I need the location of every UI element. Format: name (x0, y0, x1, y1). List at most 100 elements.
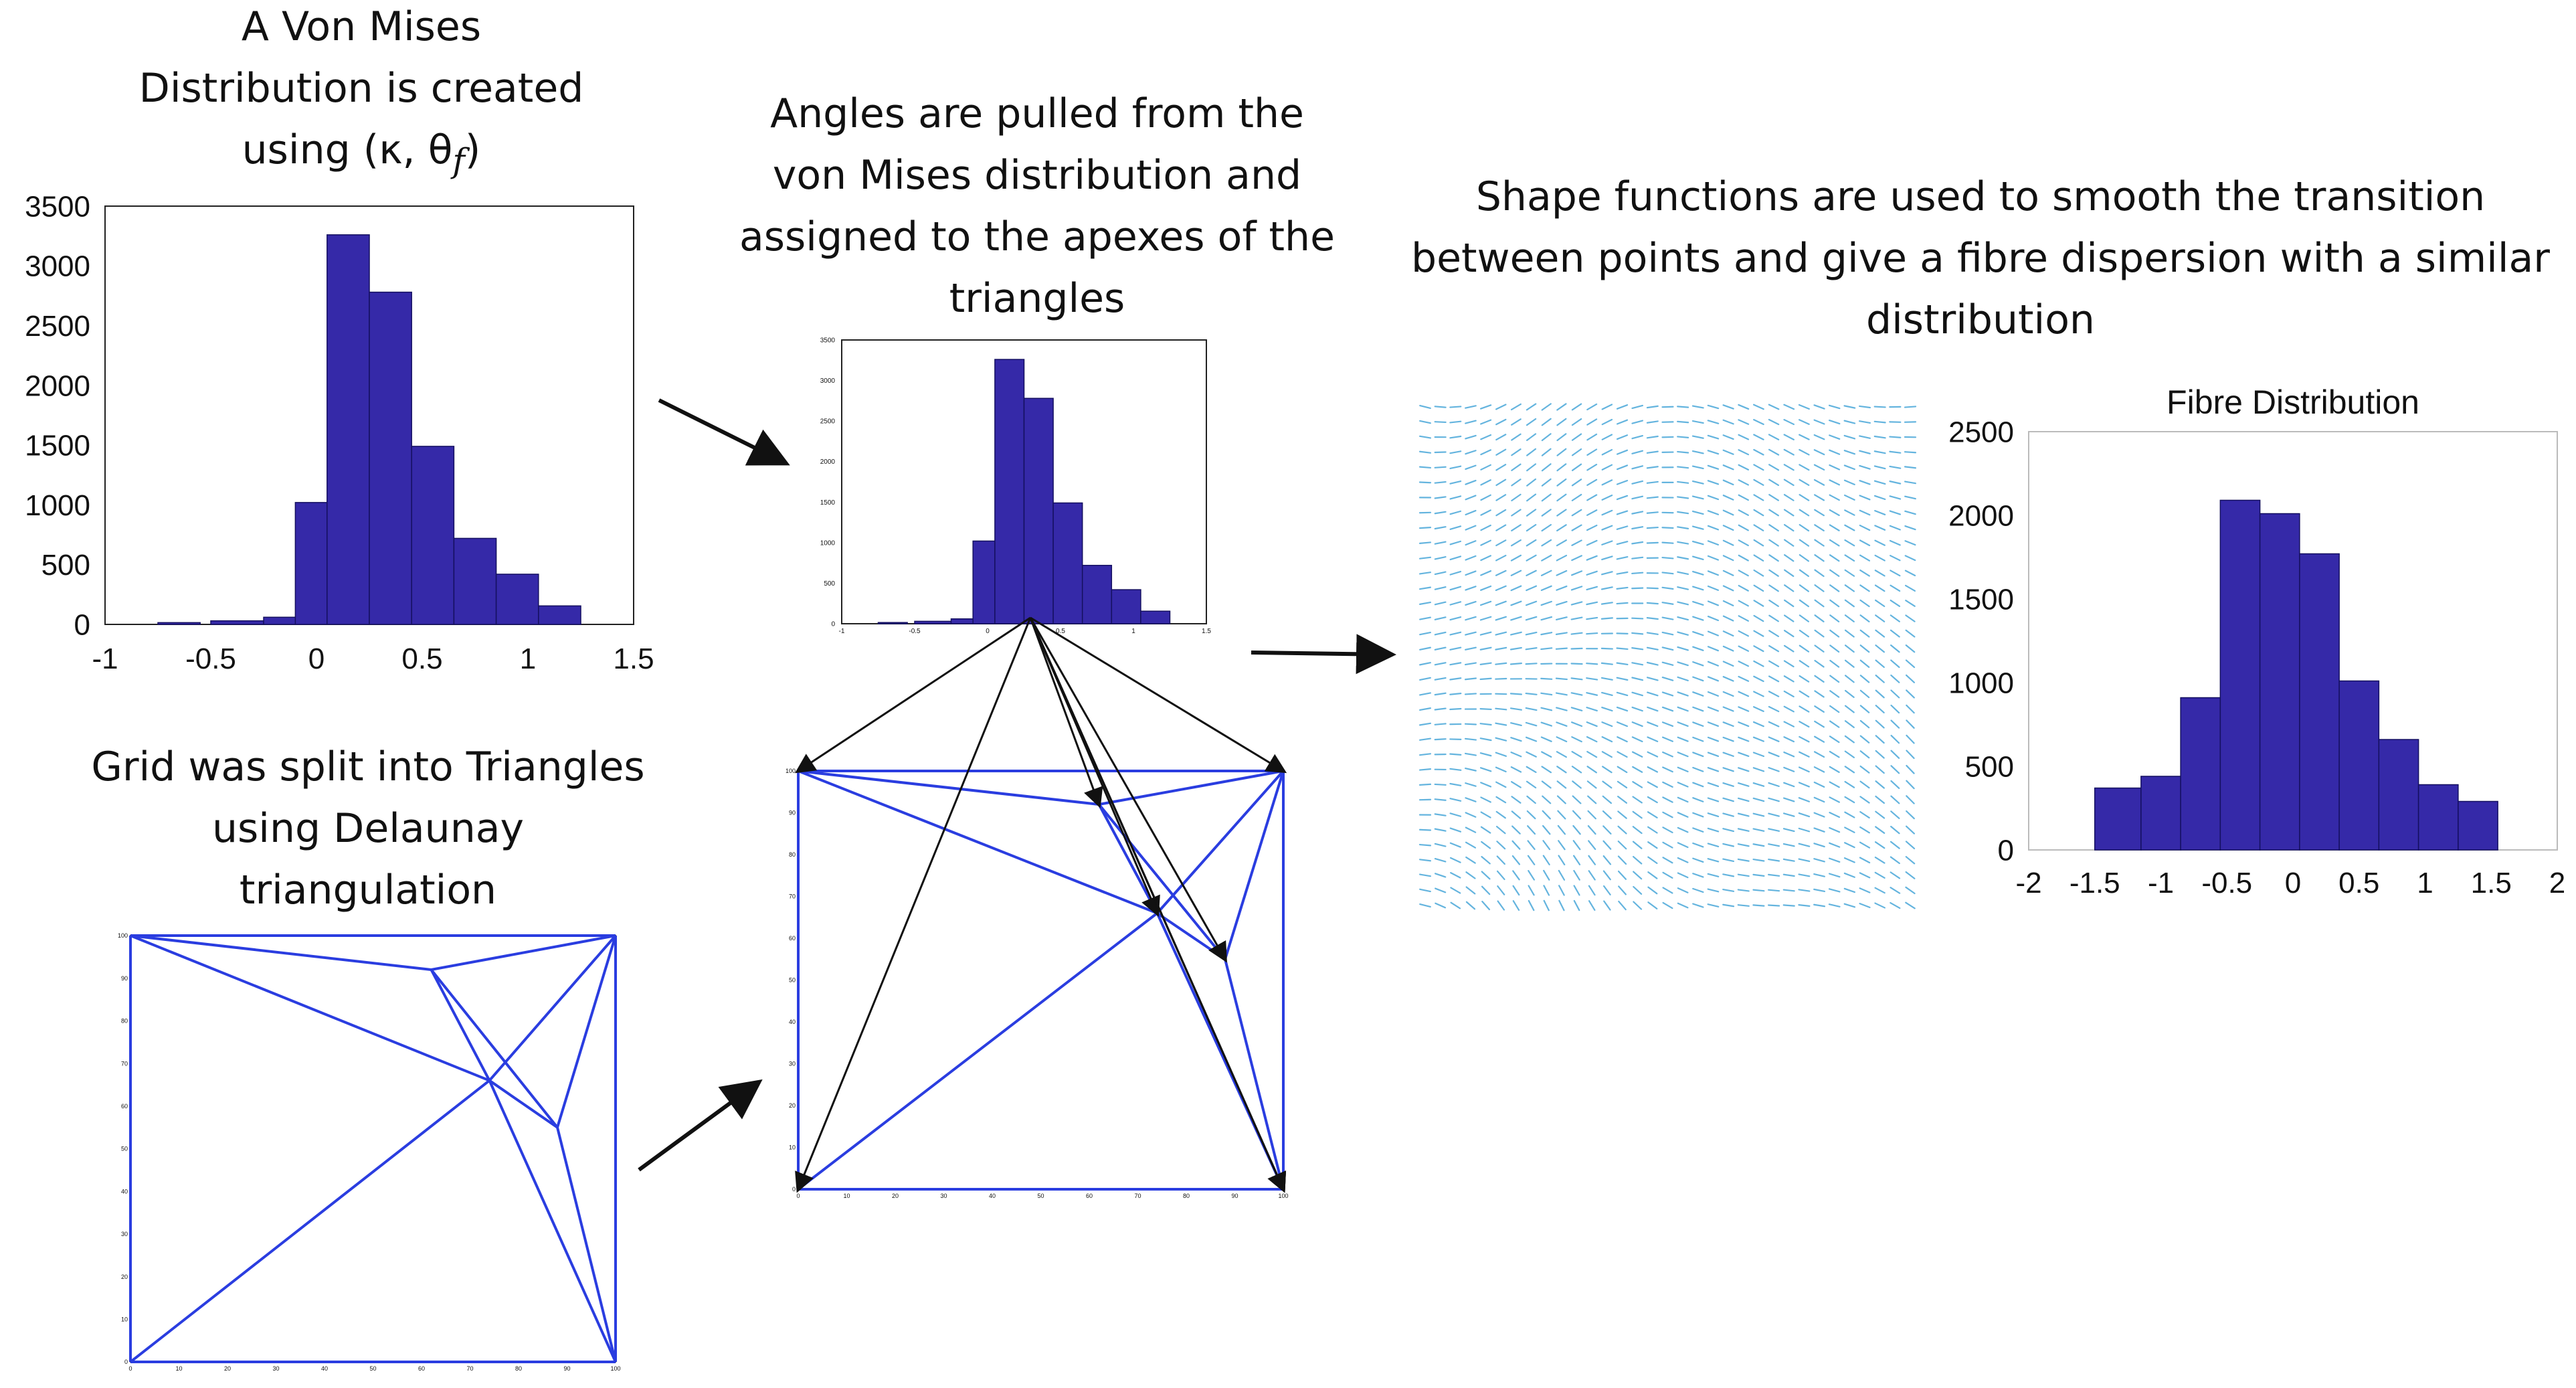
fibre-vector (1418, 738, 1432, 741)
fibre-vector (1647, 691, 1659, 697)
fibre-vector (1691, 480, 1704, 485)
triangle-edge (1097, 803, 1226, 960)
fibre-vector (1511, 781, 1522, 788)
fibre-vector (1768, 434, 1780, 440)
fibre-vector (1602, 810, 1612, 820)
fibre-vector (1859, 780, 1870, 789)
fibre-vector (1616, 541, 1629, 545)
fibre-vector (1661, 616, 1674, 620)
fibre-vector (1661, 602, 1674, 605)
fibre-vector (1859, 614, 1870, 622)
fibre-vector (1859, 689, 1870, 699)
x-tick-label: 1.5 (1202, 628, 1211, 635)
fibre-vector (1449, 450, 1462, 454)
fibre-vector (1768, 675, 1780, 683)
fibre-vector (1512, 900, 1520, 911)
fibre-vector (1677, 481, 1689, 484)
y-tick-label: 60 (789, 935, 796, 942)
fibre-vector (1480, 826, 1491, 834)
fibre-vector (1874, 841, 1885, 849)
fibre-vector (1753, 645, 1764, 653)
fibre-vector (1647, 811, 1658, 818)
fibre-vector (1526, 554, 1537, 561)
fibre-vector (1480, 464, 1491, 470)
fibre-vector (1904, 481, 1916, 485)
fibre-vector (1647, 856, 1658, 864)
fibre-vector (1844, 569, 1855, 577)
fibre-vector (1722, 585, 1734, 592)
fibre-vector (1618, 900, 1627, 911)
x-tick-label: 60 (1086, 1193, 1093, 1199)
fibre-vector (1890, 659, 1900, 669)
fibre-vector (1753, 464, 1764, 471)
fibre-vector (1814, 524, 1825, 532)
triangle-edge (1099, 770, 1284, 806)
fibre-vector (1905, 901, 1916, 909)
fibre-vector (1707, 480, 1720, 485)
fibre-vector (1465, 495, 1477, 501)
fibre-vector (1601, 736, 1613, 743)
fibre-vector (1738, 661, 1750, 667)
y-tick-label: 2500 (1948, 416, 2014, 448)
y-tick-label: 70 (121, 1060, 128, 1067)
fibre-vector (1844, 705, 1855, 713)
fibre-vector (1692, 630, 1704, 636)
fibre-vector (1691, 495, 1704, 500)
fibre-vector (1722, 797, 1734, 802)
fibre-vector (1510, 737, 1522, 742)
fibre-vector (1752, 889, 1765, 892)
fibre-vector (1692, 857, 1704, 863)
fibre-vector (1602, 780, 1613, 789)
x-tick-label: 0 (128, 1365, 132, 1372)
fibre-vector (1707, 525, 1720, 531)
y-tick-label: 0 (792, 1186, 796, 1193)
fibre-vector (1495, 539, 1507, 547)
fibre-vector (1890, 584, 1901, 592)
flow-arrow (638, 1079, 763, 1172)
caption-line: Shape functions are used to smooth the t… (1475, 173, 2486, 220)
fibre-vector (1829, 842, 1841, 848)
fibre-vector (1692, 676, 1704, 682)
x-tick-label: 10 (843, 1193, 850, 1199)
triangle-edge (430, 968, 559, 1128)
fibre-vector (1859, 524, 1871, 531)
fibre-vector (1631, 647, 1644, 650)
fibre-vector (1479, 723, 1492, 726)
fibre-vector (1646, 587, 1659, 590)
fibre-vector (1495, 464, 1507, 471)
y-tick-label: 2000 (820, 458, 836, 466)
x-tick-label: 0 (796, 1193, 800, 1199)
fibre-vector (1662, 841, 1673, 849)
fibre-vector (1449, 555, 1462, 561)
fibre-vector (1495, 524, 1507, 531)
fibre-vector (1449, 540, 1462, 545)
fibre-vector (1631, 556, 1644, 559)
fibre-vector (1829, 584, 1840, 592)
fibre-vector (1616, 449, 1629, 455)
fibre-vector (1874, 584, 1885, 592)
fibre-vector (1586, 479, 1598, 487)
fibre-vector (1798, 858, 1811, 863)
fibre-vector (1465, 646, 1477, 650)
fibre-vector (1601, 555, 1613, 561)
fibre-vector (1722, 873, 1735, 877)
fibre-vector (1768, 767, 1780, 772)
fibre-vector (1661, 646, 1674, 651)
fibre-vector (1465, 901, 1476, 910)
fibre-vector (1677, 706, 1689, 712)
fibre-vector (1556, 448, 1567, 456)
fibre-vector (1890, 810, 1900, 819)
fibre-vector (1646, 420, 1659, 424)
fibre-vector (1450, 872, 1461, 879)
fibre-vector (1843, 903, 1856, 908)
y-tick-label: 1000 (1948, 667, 2014, 699)
fibre-vector (1753, 404, 1764, 410)
fibre-vector (1556, 418, 1567, 426)
fibre-vector (1510, 631, 1522, 636)
caption-shape: Shape functions are used to smooth the t… (1378, 166, 2576, 351)
fibre-vector (1647, 841, 1658, 849)
fibre-vector (1616, 602, 1629, 605)
histogram-bar (538, 605, 581, 625)
fibre-vector (1601, 448, 1613, 456)
fibre-vector (1616, 495, 1629, 501)
